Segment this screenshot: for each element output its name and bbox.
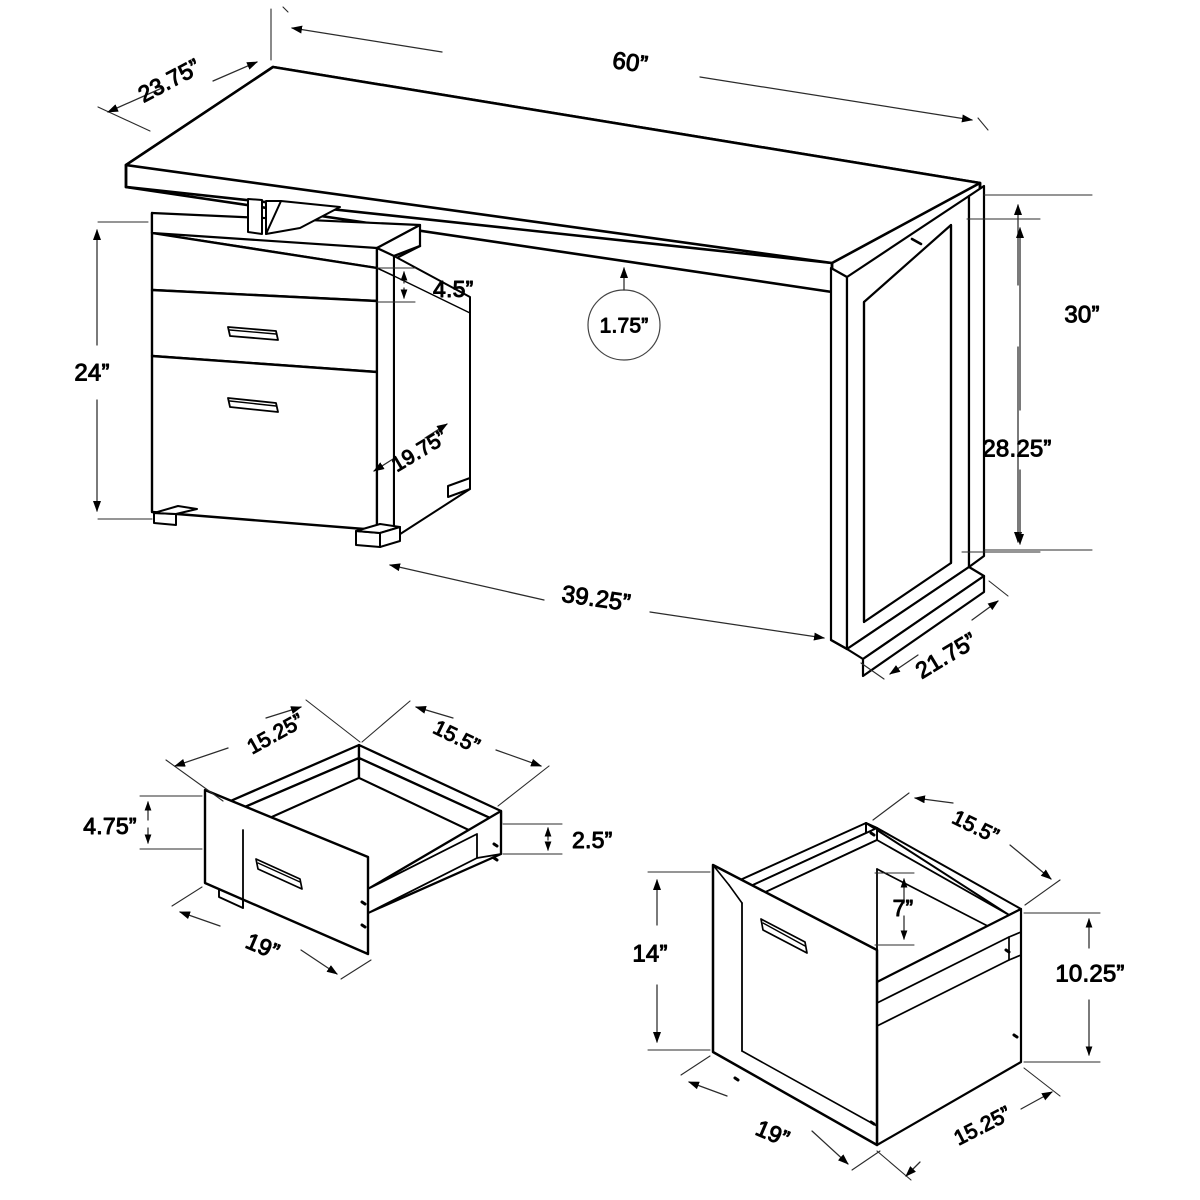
dim-overall-height [983, 194, 1093, 551]
pedestal-support-bracket [247, 198, 341, 235]
file-drawer-body [711, 822, 1023, 1147]
small-drawer-handle [255, 858, 303, 890]
dim-small-front-height [139, 795, 203, 850]
file-drawer-view: 14” 7” 15.5” 10.25” 19” 15.25” [632, 792, 1125, 1181]
dim-leg-frame-height [961, 218, 1041, 553]
label-top-width: 60” [611, 47, 650, 79]
file-drawer-dimensions [647, 792, 1101, 1181]
dim-pedestal-height [93, 221, 153, 520]
dim-small-side-height [502, 823, 563, 855]
label-top-thickness: 1.75” [600, 315, 649, 338]
small-drawer-body [203, 743, 503, 956]
label-leg-frame-height: 28.25” [982, 435, 1051, 462]
small-drawer-dimensions [139, 699, 563, 980]
file-drawer-detail-handle [760, 918, 808, 954]
label-overall-height: 30” [1064, 301, 1099, 328]
dim-small-inside-left [165, 699, 361, 802]
label-pedestal-height: 24” [74, 359, 109, 386]
dim-small-front-width [171, 886, 372, 980]
dim-small-inside-right [361, 700, 550, 807]
dim-shelf-opening [376, 267, 416, 303]
pedestal-feet [153, 477, 471, 548]
dim-clear-span [389, 563, 825, 641]
file-drawer-handle [227, 397, 279, 413]
right-leg-frame [829, 184, 986, 678]
dim-file-side-height [1023, 912, 1101, 1063]
label-small-side-height: 2.5” [572, 827, 612, 853]
dim-file-inside-width [872, 792, 1061, 906]
dim-file-front-width [680, 1055, 881, 1171]
dim-top-depth [97, 8, 272, 132]
dim-leg-depth [860, 580, 1009, 680]
label-file-rail-drop: 7” [893, 895, 914, 921]
label-small-front-height: 4.75” [83, 813, 136, 839]
label-shelf-opening: 4.5” [433, 276, 473, 302]
left-pedestal-cabinet [150, 198, 471, 548]
dim-top-thickness-callout [587, 267, 661, 361]
dim-file-inside-depth [876, 1067, 1061, 1181]
dim-pedestal-depth [373, 423, 448, 472]
main-view-dimensions [93, 6, 1093, 680]
dim-file-front-height [647, 871, 711, 1051]
label-file-side-height: 10.25” [1055, 960, 1124, 987]
label-file-front-height: 14” [632, 940, 667, 967]
dim-top-width [282, 6, 989, 131]
dim-file-rail-drop [874, 872, 915, 946]
pedestal-file-drawer [150, 354, 379, 532]
upper-drawer-handle [227, 326, 279, 341]
